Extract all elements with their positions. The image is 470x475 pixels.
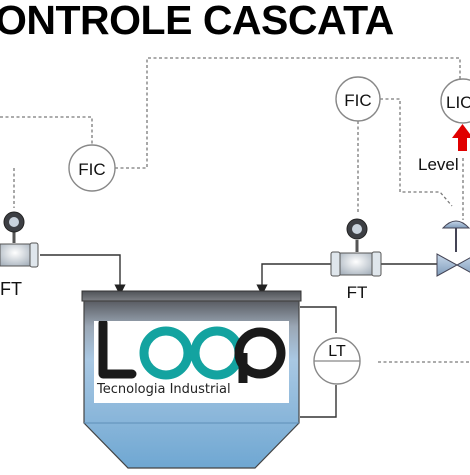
lic-label: LIC [446, 93, 470, 112]
level-label: Level [418, 155, 459, 174]
signal-fic-right-valve [380, 98, 453, 207]
pipe-lt-lower [300, 385, 337, 418]
page-title: ONTROLE CASCATA [0, 0, 394, 43]
pipe-right-inlet [256, 263, 332, 296]
control-valve-icon [436, 220, 470, 277]
logo-subtitle: Tecnologia Industrial [97, 382, 231, 397]
pipe-left-inlet [40, 254, 126, 296]
signal-fic-left-to-top [115, 57, 461, 169]
pipe-lt-upper [300, 306, 337, 333]
ft-right-label: FT [347, 283, 368, 302]
flow-transmitter-right: FT [330, 218, 382, 302]
fic-right-label: FIC [344, 91, 371, 110]
level-arrow-icon [452, 124, 470, 151]
fic-right-bubble: FIC [335, 76, 381, 122]
loop-logo: Tecnologia Industrial [94, 318, 289, 403]
process-pipes [40, 254, 438, 418]
signal-lines [0, 57, 470, 363]
signal-fic-left-top [0, 116, 93, 146]
lic-bubble: LIC [440, 78, 470, 124]
fic-left-bubble: FIC [68, 144, 116, 192]
ft-left-label: FT [0, 279, 22, 299]
fic-left-label: FIC [78, 160, 105, 179]
flow-transmitter-left: FT [0, 211, 39, 299]
loop-wordmark-icon [98, 318, 286, 383]
lt-bubble: LT [313, 337, 361, 385]
lt-label: LT [328, 343, 346, 360]
